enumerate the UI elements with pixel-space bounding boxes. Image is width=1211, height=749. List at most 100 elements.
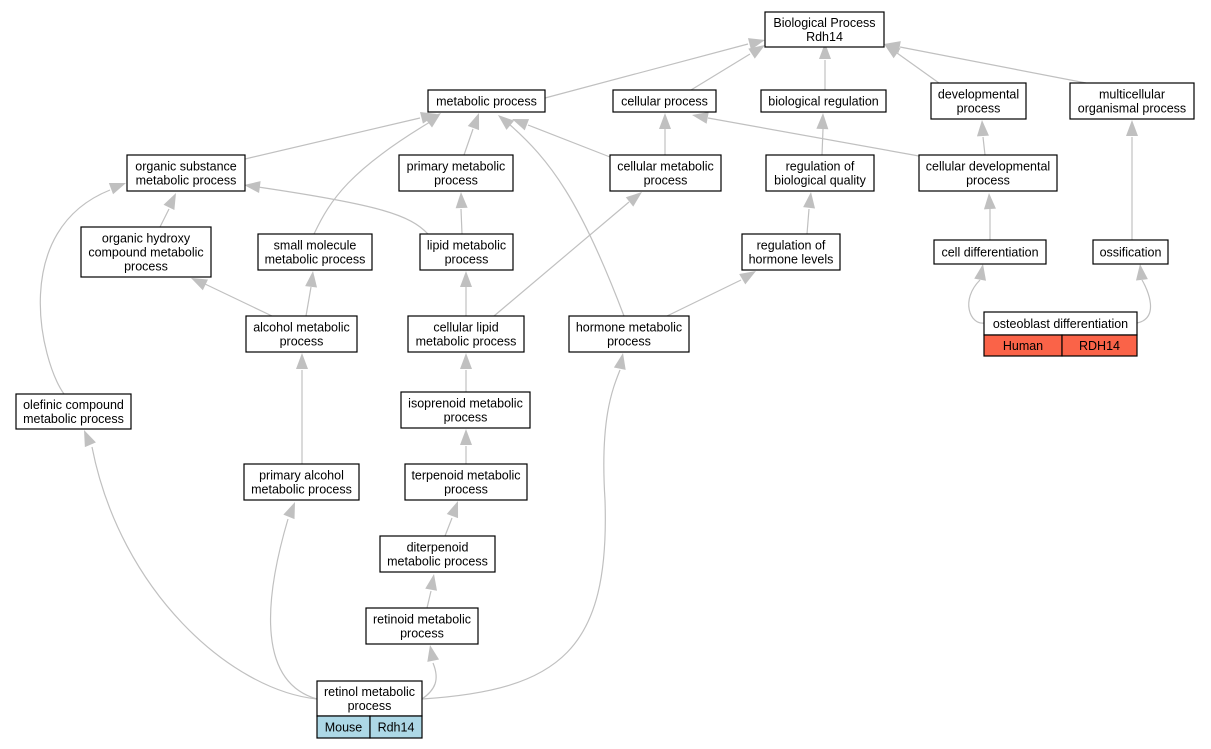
node-label: process <box>280 335 324 349</box>
node-label: process <box>124 260 168 274</box>
node-ossification[interactable]: ossification <box>1092 239 1169 265</box>
node-label: cellular lipid <box>433 321 498 335</box>
edge-arrowhead <box>613 353 626 370</box>
node-label: biological regulation <box>768 95 879 109</box>
node-metabolic[interactable]: metabolic process <box>427 89 546 113</box>
node-box <box>609 154 722 192</box>
node-label: metabolic process <box>416 335 517 349</box>
node-label: cell differentiation <box>941 246 1038 260</box>
edge <box>896 52 940 84</box>
edge <box>91 446 318 700</box>
node-label: cellular metabolic <box>617 160 714 174</box>
edge-arrowhead <box>498 115 515 130</box>
node-label: organismal process <box>1078 102 1186 116</box>
node-label: ossification <box>1100 246 1162 260</box>
edge-arrowhead <box>467 113 480 131</box>
edge <box>244 117 421 160</box>
edge-arrowhead <box>974 264 986 281</box>
edge-arrowhead <box>816 113 829 130</box>
edge <box>899 46 1087 84</box>
edge-arrowhead <box>983 193 996 210</box>
node-box <box>1069 82 1195 120</box>
edge <box>444 517 453 537</box>
node-box <box>568 315 690 353</box>
edge <box>1136 279 1152 324</box>
edge-arrowhead <box>659 113 671 129</box>
node-label: retinol metabolic <box>324 685 415 699</box>
edge-arrowhead <box>460 353 472 369</box>
node-label: metabolic process <box>265 253 366 267</box>
edge <box>159 208 170 228</box>
node-label: primary alcohol <box>259 469 344 483</box>
human-annotation-cell <box>1061 334 1138 357</box>
edge <box>460 208 463 235</box>
node-label: olefinic compound <box>23 398 124 412</box>
edge <box>204 283 273 317</box>
edge-arrowhead <box>427 645 440 662</box>
edge <box>426 590 432 609</box>
node-box <box>933 239 1047 265</box>
node-label: process <box>348 699 392 713</box>
node-label: diterpenoid <box>407 541 469 555</box>
node-label: process <box>957 102 1001 116</box>
edge-arrowhead <box>244 181 261 194</box>
edge <box>666 279 742 317</box>
edge-arrowhead <box>625 192 642 207</box>
edge-arrowhead <box>424 113 441 128</box>
node-osteoblast[interactable]: osteoblast differentiation <box>983 311 1138 336</box>
node-label: cellular developmental <box>926 160 1050 174</box>
node-box <box>316 680 423 717</box>
node-box <box>400 391 531 429</box>
node-cellular[interactable]: cellular process <box>612 89 717 113</box>
edge <box>313 121 431 235</box>
node-box <box>15 393 132 430</box>
edge-arrowhead <box>163 193 176 211</box>
node-label: isoprenoid metabolic <box>408 397 523 411</box>
node-label: organic substance <box>135 160 237 174</box>
edge-arrowhead <box>425 574 437 591</box>
node-box <box>1092 239 1169 265</box>
node-label: lipid metabolic <box>427 239 506 253</box>
node-cell-diff[interactable]: cell differentiation <box>933 239 1047 265</box>
species-label: Mouse <box>325 721 363 735</box>
node-box <box>427 89 546 113</box>
edge-arrowhead <box>819 43 831 59</box>
edge <box>39 189 111 395</box>
node-label: process <box>607 335 651 349</box>
node-label: organic hydroxy <box>102 232 191 246</box>
edge <box>421 369 621 700</box>
edge-arrowhead <box>1135 264 1148 281</box>
edge-arrowhead <box>296 353 308 369</box>
node-box <box>398 154 514 192</box>
node-label: small molecule <box>274 239 357 253</box>
node-label: metabolic process <box>387 555 488 569</box>
node-bioreg[interactable]: biological regulation <box>760 89 887 113</box>
node-label: retinoid metabolic <box>373 613 471 627</box>
node-label: metabolic process <box>251 483 352 497</box>
node-label: hormone levels <box>749 253 834 267</box>
node-label: process <box>644 174 688 188</box>
edge <box>270 518 318 700</box>
